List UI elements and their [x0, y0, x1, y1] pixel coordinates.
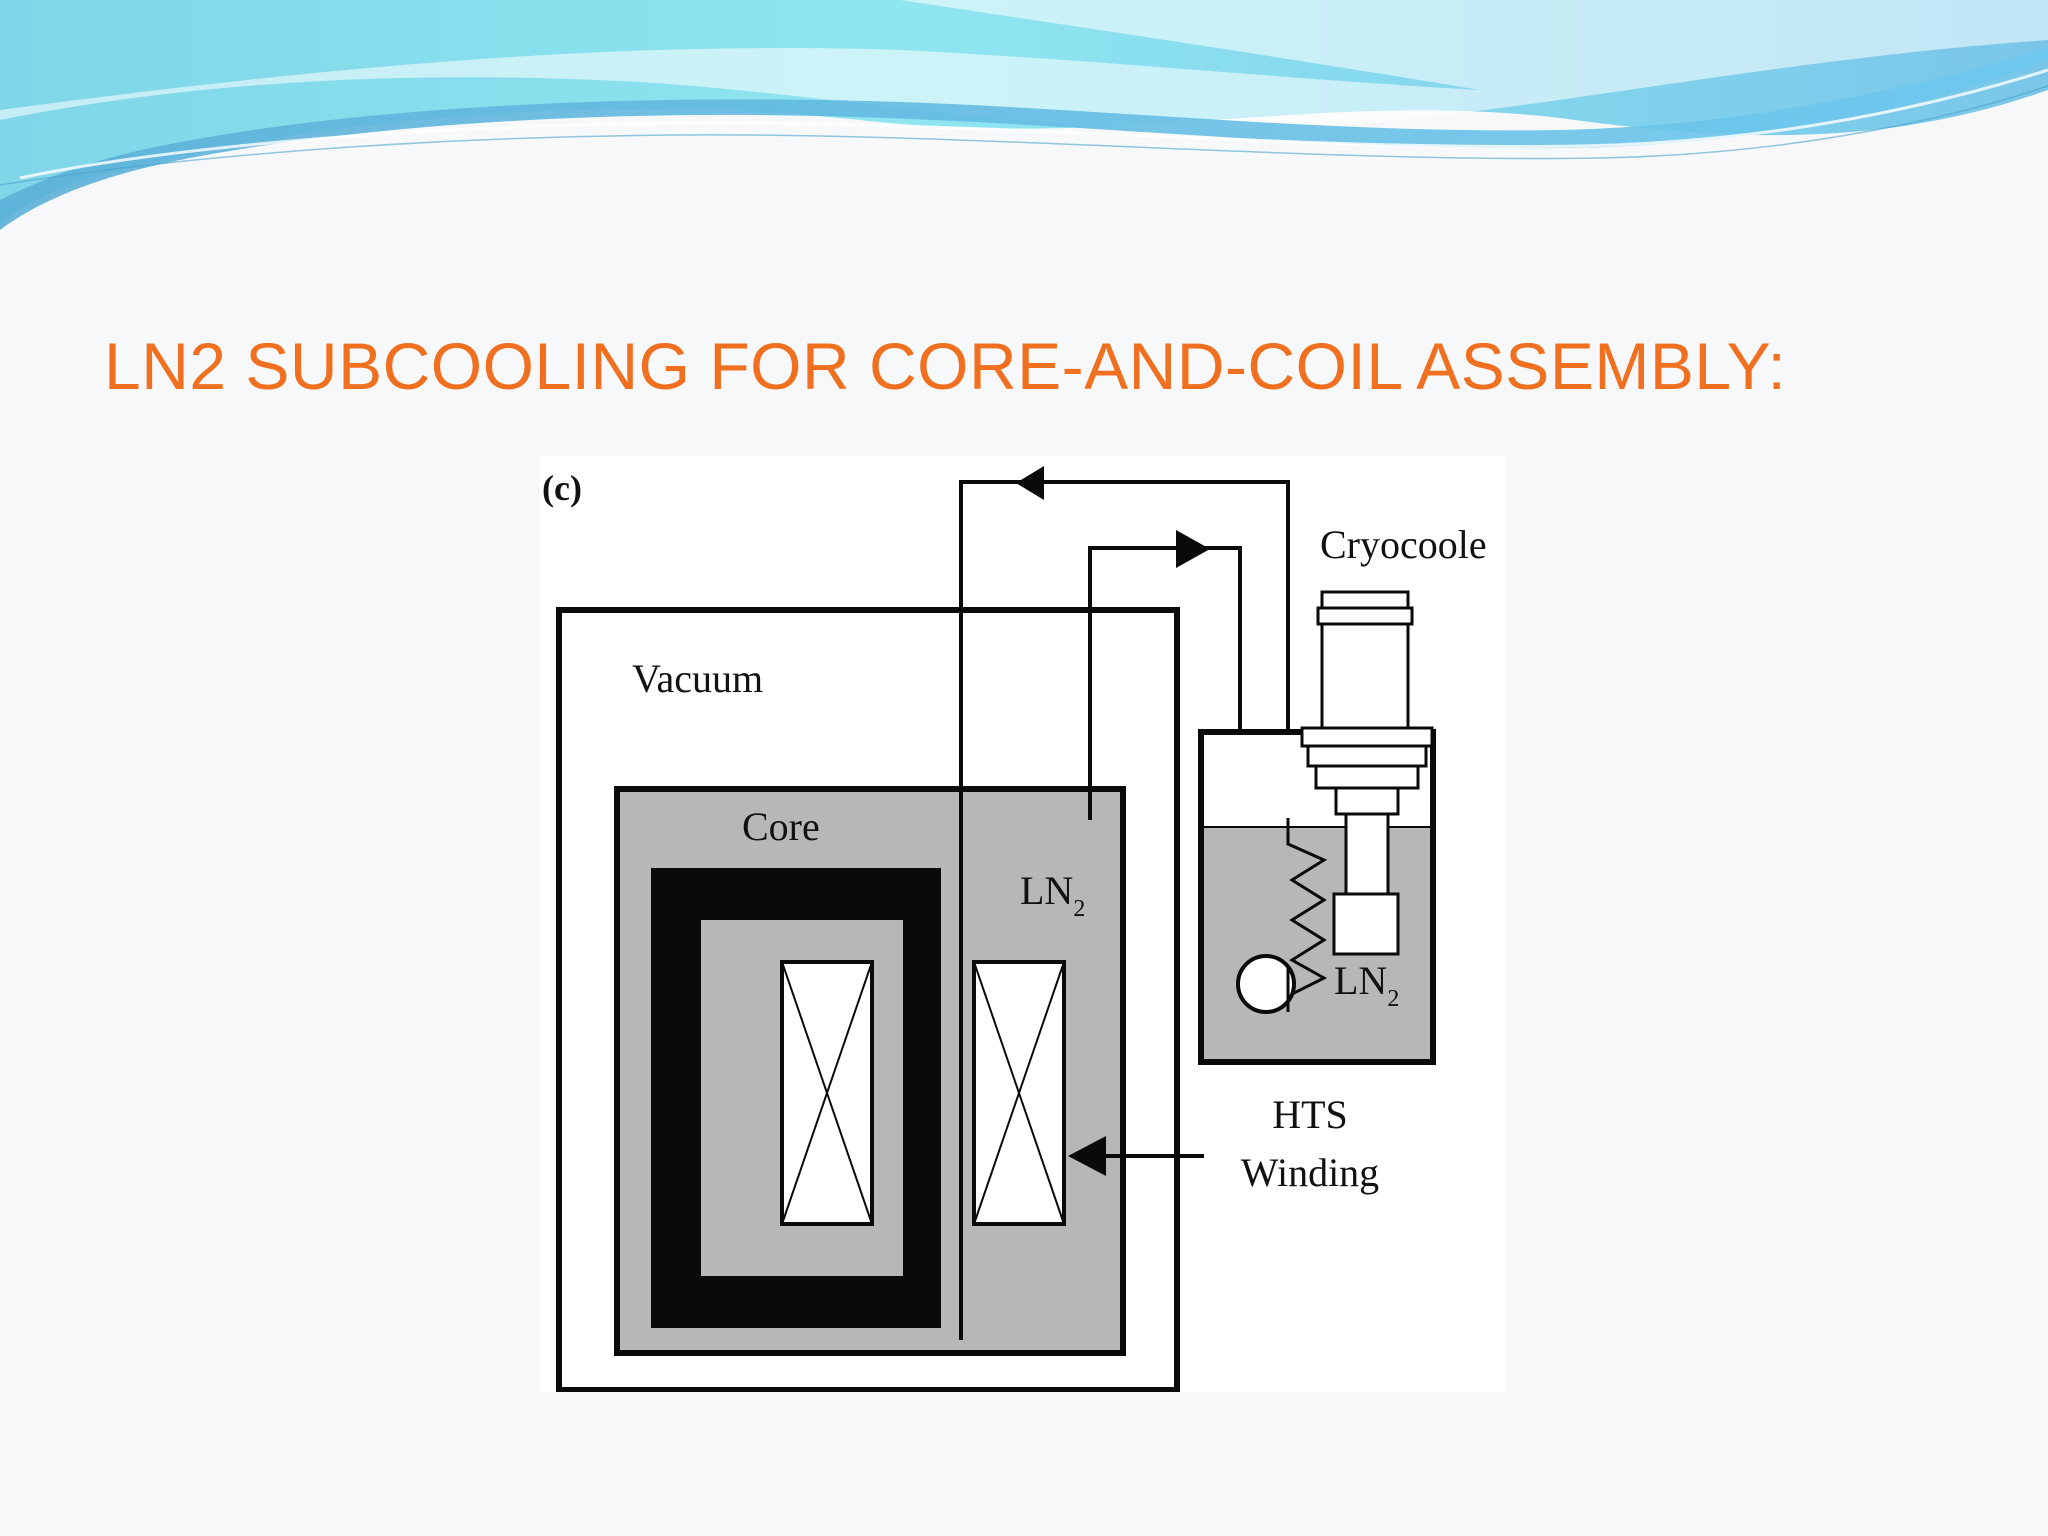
pump [1236, 954, 1296, 1014]
inner-ln2-label: LN2 [1020, 868, 1085, 922]
heat-exchanger-coil [1286, 818, 1328, 1012]
core-label: Core [742, 804, 820, 849]
return-arrow [1016, 466, 1044, 500]
banner-wave-light [0, 0, 2048, 131]
outer-ln2-label: LN2 [1334, 958, 1399, 1012]
hts-label-line1: HTS [1272, 1092, 1348, 1137]
panel-label: (c) [542, 468, 582, 508]
slide-title: LN2 SUBCOOLING FOR CORE-AND-COIL ASSEMBL… [104, 329, 1787, 403]
cryocooler-label: Cryocoole [1320, 522, 1487, 567]
cooling-diagram-figure: (c) Vacuum Core LN2 [540, 456, 1506, 1392]
banner-thin-line [0, 85, 2048, 186]
hts-winding-right [972, 960, 1066, 1226]
decorative-wave-banner [0, 0, 2048, 230]
hts-pointer-arrow [1068, 1136, 1106, 1176]
cryocooler-unit [1300, 590, 1434, 956]
supply-arrow [1176, 530, 1210, 568]
cooling-diagram: (c) Vacuum Core LN2 [542, 466, 1487, 1392]
banner-wave-front [0, 48, 2048, 230]
vacuum-label: Vacuum [632, 656, 763, 701]
return-line [959, 480, 1290, 1340]
banner-highlight-line [19, 68, 2048, 180]
hts-label-line2: Winding [1241, 1150, 1379, 1195]
hts-winding-left [780, 960, 874, 1226]
